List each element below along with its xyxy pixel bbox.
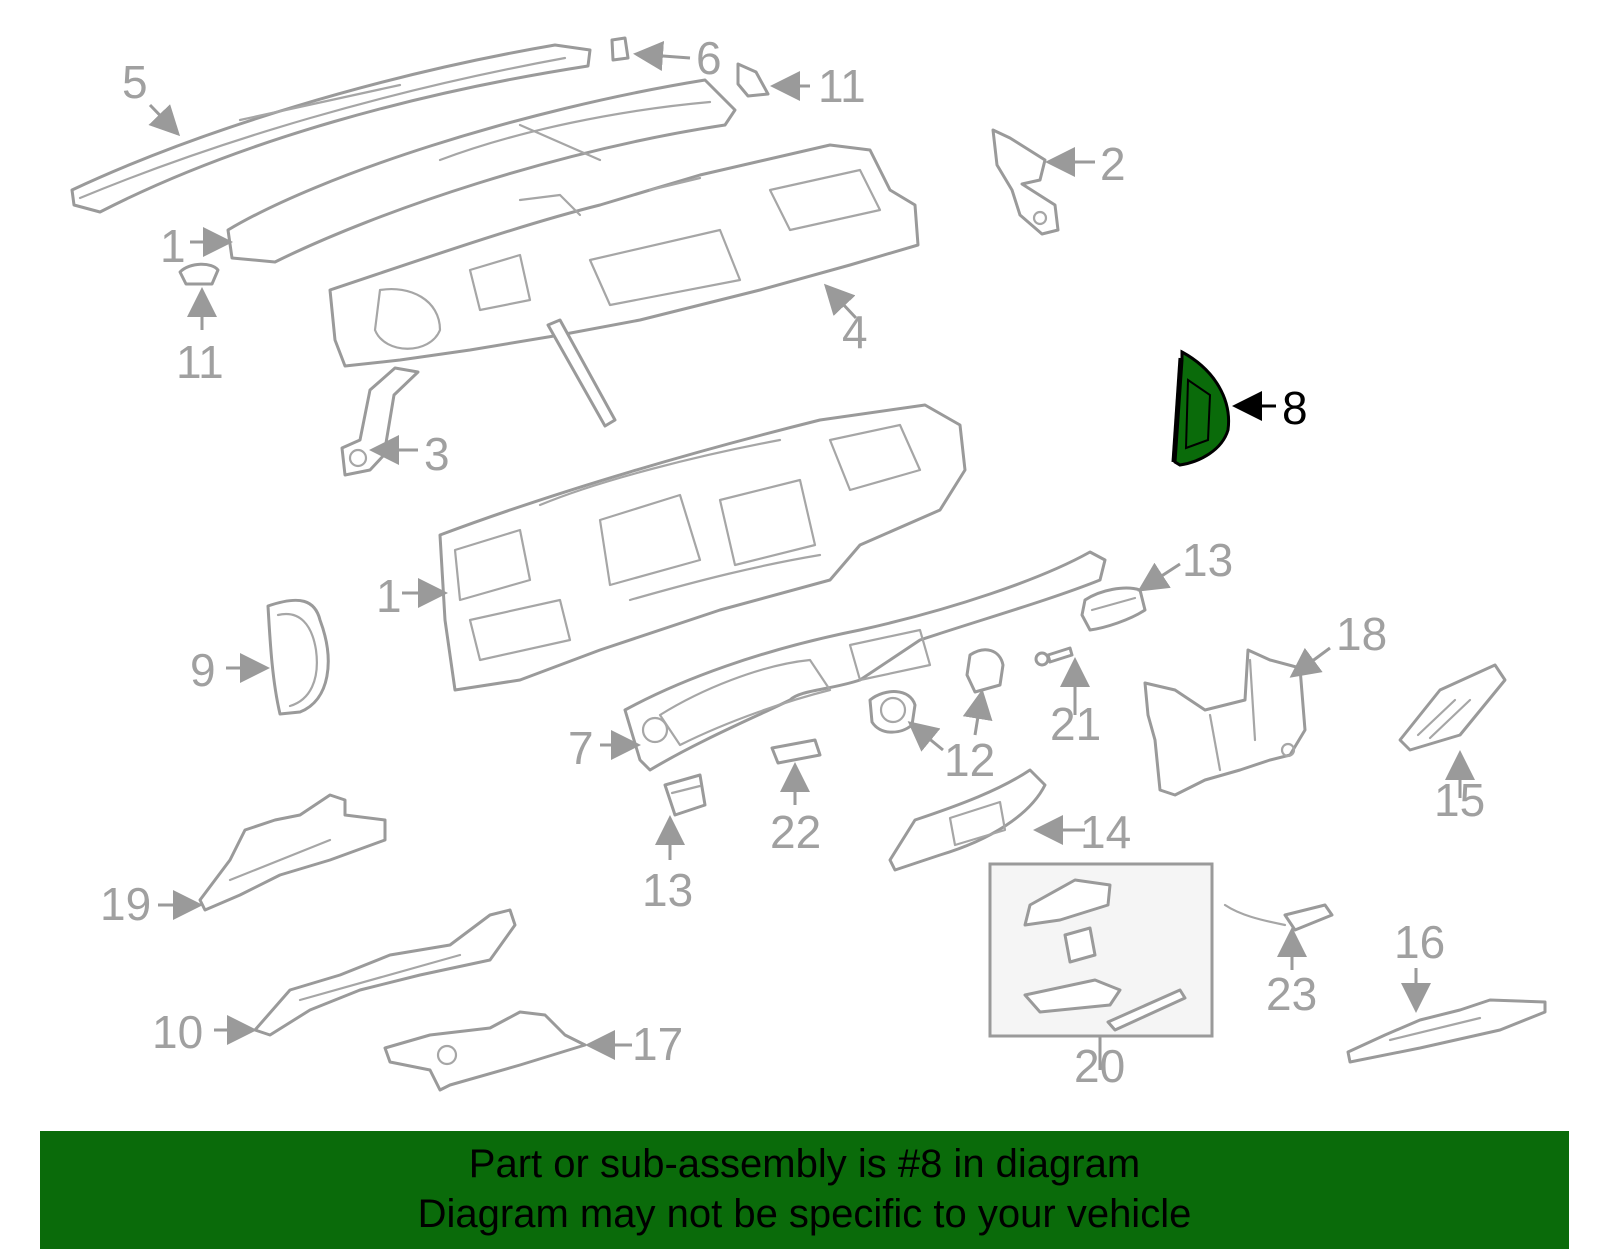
- part-22-shape: [770, 738, 822, 765]
- banner-line-2: Diagram may not be specific to your vehi…: [417, 1192, 1192, 1236]
- callout-4: 4: [842, 306, 868, 358]
- part-15-shape: [1398, 663, 1507, 752]
- callout-16: 16: [1394, 916, 1445, 968]
- callout-18: 18: [1336, 608, 1387, 660]
- part-11-left-shape: [178, 262, 220, 286]
- part-1-upper-shape: [226, 78, 737, 264]
- leader-lines: [148, 41, 1475, 1070]
- callout-11-top: 11: [818, 60, 866, 112]
- callout-20: 20: [1074, 1040, 1125, 1092]
- callout-17: 17: [632, 1018, 683, 1070]
- callout-12: 12: [944, 734, 995, 786]
- callout-14: 14: [1080, 806, 1131, 858]
- part-8-shape: [1171, 349, 1231, 467]
- callout-5: 5: [122, 56, 148, 108]
- part-9-shape: [266, 598, 330, 716]
- callout-8: 8: [1282, 382, 1308, 434]
- part-1-lower-shape: [438, 403, 967, 692]
- part-5-shape: [70, 43, 592, 214]
- part-20-box: [988, 862, 1214, 1038]
- callout-9: 9: [190, 644, 216, 696]
- callout-1-lower: 1: [376, 570, 402, 622]
- callout-23: 23: [1266, 968, 1317, 1020]
- callout-13-upper: 13: [1182, 534, 1233, 586]
- part-17-shape: [383, 1010, 587, 1092]
- part-3-shape: [340, 366, 420, 477]
- callout-15: 15: [1434, 774, 1485, 826]
- callout-2: 2: [1100, 138, 1126, 190]
- part-4-shape: [328, 143, 920, 428]
- part-6-shape: [610, 36, 630, 62]
- part-13-upper-shape: [1080, 586, 1147, 632]
- callout-6: 6: [696, 32, 722, 84]
- part-14-shape: [888, 768, 1047, 872]
- callout-13-lower: 13: [642, 864, 693, 916]
- part-11-top-shape: [736, 62, 770, 98]
- part-13-lower-shape: [663, 773, 707, 817]
- part-7-shape: [623, 550, 1107, 772]
- callout-21: 21: [1050, 698, 1101, 750]
- info-banner: Part or sub-assembly is #8 in diagram Di…: [40, 1131, 1569, 1249]
- part-23-shape: [1223, 903, 1334, 932]
- part-18-shape: [1143, 648, 1307, 797]
- callout-labels: 5 6 11 2 1 11 4 3 8 1 13 9 18 7 21 12 15…: [100, 32, 1485, 1092]
- callout-7: 7: [568, 722, 594, 774]
- banner-line-1: Part or sub-assembly is #8 in diagram: [468, 1142, 1141, 1186]
- part-21-shape: [1034, 646, 1074, 667]
- callout-1-upper: 1: [160, 220, 186, 272]
- part-12-right-shape: [965, 648, 1005, 694]
- part-19-shape: [198, 793, 387, 912]
- part-10-shape: [253, 908, 517, 1037]
- part-16-shape: [1346, 998, 1547, 1064]
- part-2-shape: [991, 128, 1060, 236]
- callout-10: 10: [152, 1006, 203, 1058]
- callout-22: 22: [770, 806, 821, 858]
- callout-11-left: 11: [176, 336, 224, 388]
- part-12-left-shape: [868, 690, 917, 734]
- callout-19: 19: [100, 878, 151, 930]
- callout-3: 3: [424, 428, 450, 480]
